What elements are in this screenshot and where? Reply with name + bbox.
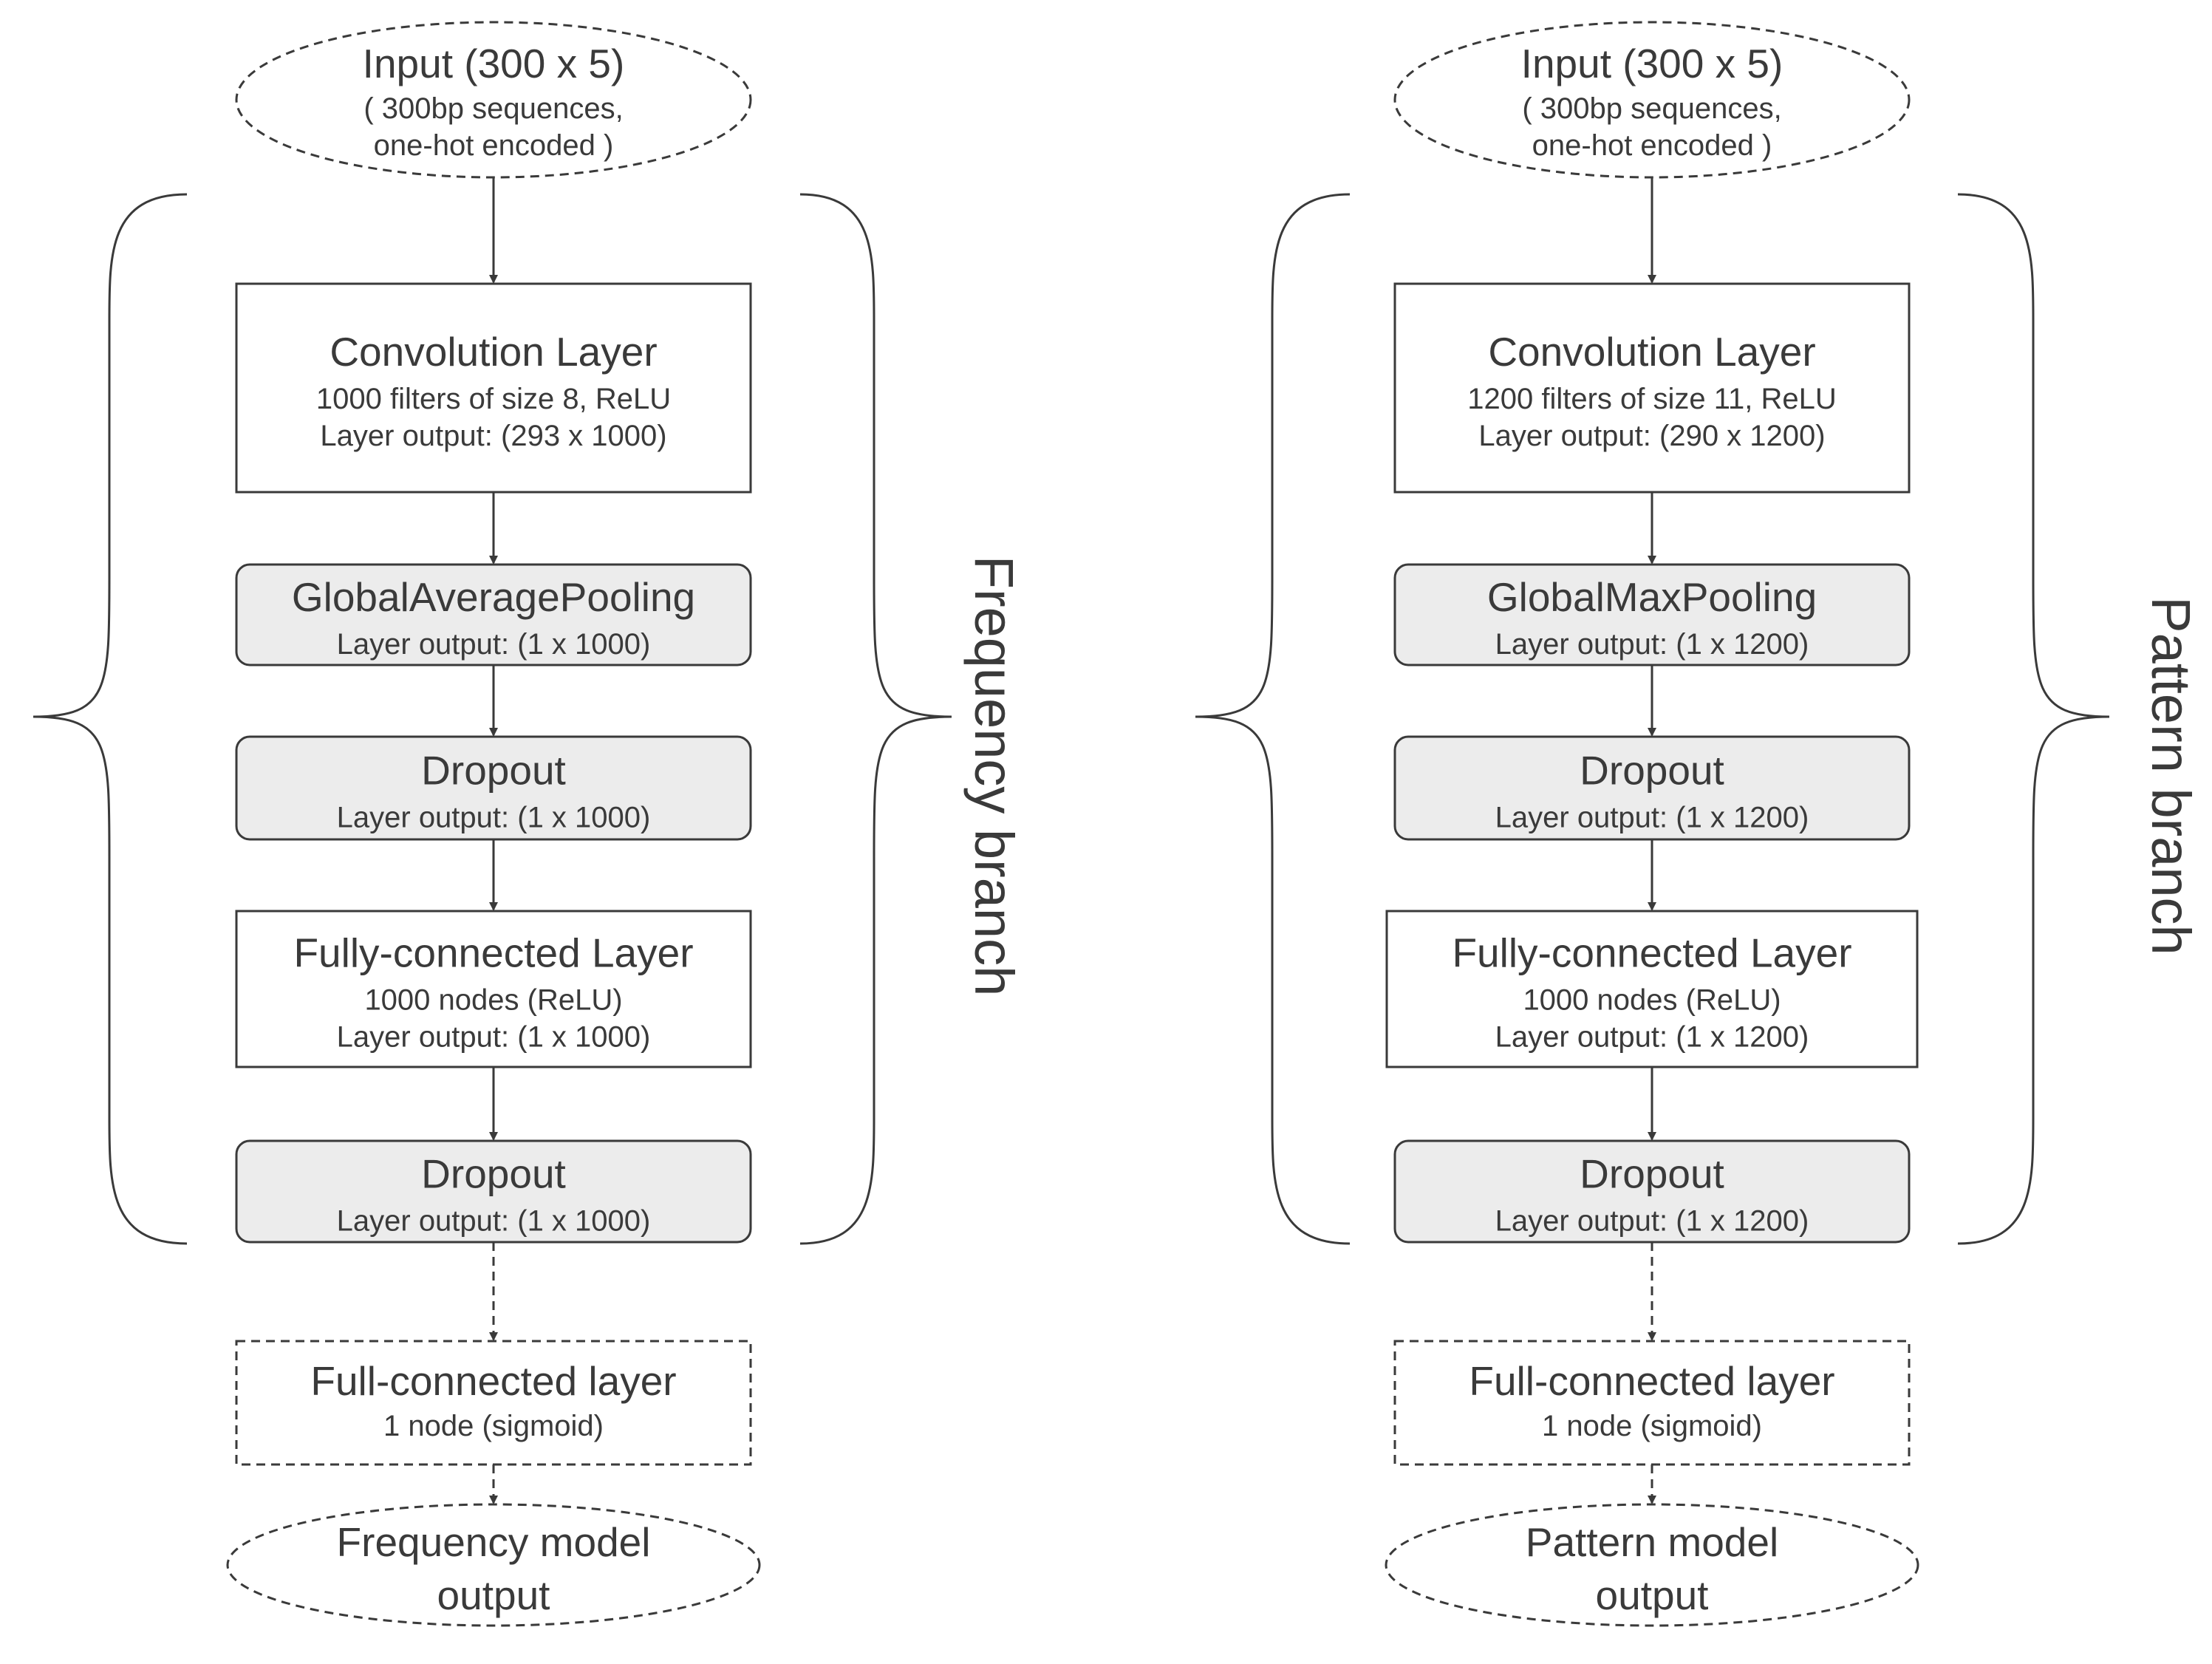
frequency-left-brace xyxy=(33,193,188,1245)
pattern-layer-1: Convolution Layer 1200 filters of size 11… xyxy=(1393,282,1911,494)
layer-title: Fully-connected Layer xyxy=(293,930,693,976)
input-detail: ( 300bp sequences, xyxy=(1522,92,1781,125)
layer-box xyxy=(235,910,752,1068)
layer-detail: Layer output: (293 x 1000) xyxy=(320,420,666,452)
layer-detail: 1000 nodes (ReLU) xyxy=(364,984,622,1017)
head-title: Full-connected layer xyxy=(1469,1358,1834,1404)
layer-box xyxy=(1393,282,1911,494)
frequency-branch-label: Frequency branch xyxy=(963,556,1025,996)
pattern-branch-label: Pattern branch xyxy=(2140,596,2202,955)
input-title: Input (300 x 5) xyxy=(1521,41,1783,86)
frequency-branch: Input (300 x 5) ( 300bp sequences, one-hot… xyxy=(33,21,1025,1627)
input-detail: ( 300bp sequences, xyxy=(363,92,623,125)
layer-detail: Layer output: (1 x 1000) xyxy=(337,1021,651,1054)
layer-detail: 1200 filters of size 11, ReLU xyxy=(1467,383,1837,415)
frequency-input-node: Input (300 x 5) ( 300bp sequences, one-hot… xyxy=(235,21,752,179)
layer-detail: Layer output: (1 x 1200) xyxy=(1495,802,1809,834)
layer-detail: Layer output: (1 x 1200) xyxy=(1495,1205,1809,1238)
pattern-layer-4: Fully-connected Layer 1000 nodes (ReLU) La… xyxy=(1385,910,1919,1068)
frequency-output-node: Frequency model output xyxy=(226,1503,761,1627)
layer-detail: Layer output: (1 x 1200) xyxy=(1495,628,1809,661)
pattern-input-node: Input (300 x 5) ( 300bp sequences, one-hot… xyxy=(1393,21,1911,179)
layer-detail: Layer output: (1 x 1000) xyxy=(337,1205,651,1238)
head-title: Full-connected layer xyxy=(310,1358,676,1404)
output-label: output xyxy=(1596,1572,1709,1618)
frequency-layer-1: Convolution Layer 1000 filters of size 8,… xyxy=(235,282,752,494)
pattern-head-node: Full-connected layer 1 node (sigmoid) xyxy=(1393,1340,1911,1466)
layer-title: Dropout xyxy=(1580,748,1724,794)
layer-detail: 1000 nodes (ReLU) xyxy=(1523,984,1781,1017)
layer-title: Dropout xyxy=(421,1151,566,1197)
frequency-head-node: Full-connected layer 1 node (sigmoid) xyxy=(235,1340,752,1466)
layer-title: Dropout xyxy=(421,748,566,794)
pattern-left-brace xyxy=(1195,193,1351,1245)
head-detail: 1 node (sigmoid) xyxy=(383,1410,604,1442)
output-ellipse xyxy=(1385,1503,1919,1627)
layer-detail: Layer output: (1 x 1000) xyxy=(337,802,651,834)
layer-detail: Layer output: (1 x 1200) xyxy=(1495,1021,1809,1054)
layer-title: Dropout xyxy=(1580,1151,1724,1197)
output-label: Frequency model xyxy=(337,1519,651,1565)
layer-title: Fully-connected Layer xyxy=(1452,930,1851,976)
input-detail: one-hot encoded ) xyxy=(1532,129,1772,162)
layer-detail: 1000 filters of size 8, ReLU xyxy=(316,383,671,415)
layer-title: Convolution Layer xyxy=(1488,329,1815,375)
layer-detail: Layer output: (1 x 1000) xyxy=(337,628,651,661)
output-ellipse xyxy=(226,1503,761,1627)
output-label: Pattern model xyxy=(1526,1519,1778,1565)
layer-detail: Layer output: (290 x 1200) xyxy=(1478,420,1825,452)
pattern-right-brace xyxy=(1957,193,2110,1245)
frequency-layer-4: Fully-connected Layer 1000 nodes (ReLU) La… xyxy=(235,910,752,1068)
layer-title: GlobalMaxPooling xyxy=(1487,574,1817,620)
head-box xyxy=(1393,1340,1911,1466)
input-detail: one-hot encoded ) xyxy=(374,129,614,162)
frequency-right-brace xyxy=(799,193,952,1245)
output-label: output xyxy=(437,1572,550,1618)
layer-box xyxy=(1385,910,1919,1068)
pattern-branch: Input (300 x 5) ( 300bp sequences, one-hot… xyxy=(1195,21,2202,1627)
pattern-output-node: Pattern model output xyxy=(1385,1503,1919,1627)
layer-box xyxy=(235,282,752,494)
layer-title: Convolution Layer xyxy=(330,329,657,375)
head-detail: 1 node (sigmoid) xyxy=(1542,1410,1762,1442)
layer-title: GlobalAveragePooling xyxy=(292,574,695,620)
input-title: Input (300 x 5) xyxy=(363,41,625,86)
